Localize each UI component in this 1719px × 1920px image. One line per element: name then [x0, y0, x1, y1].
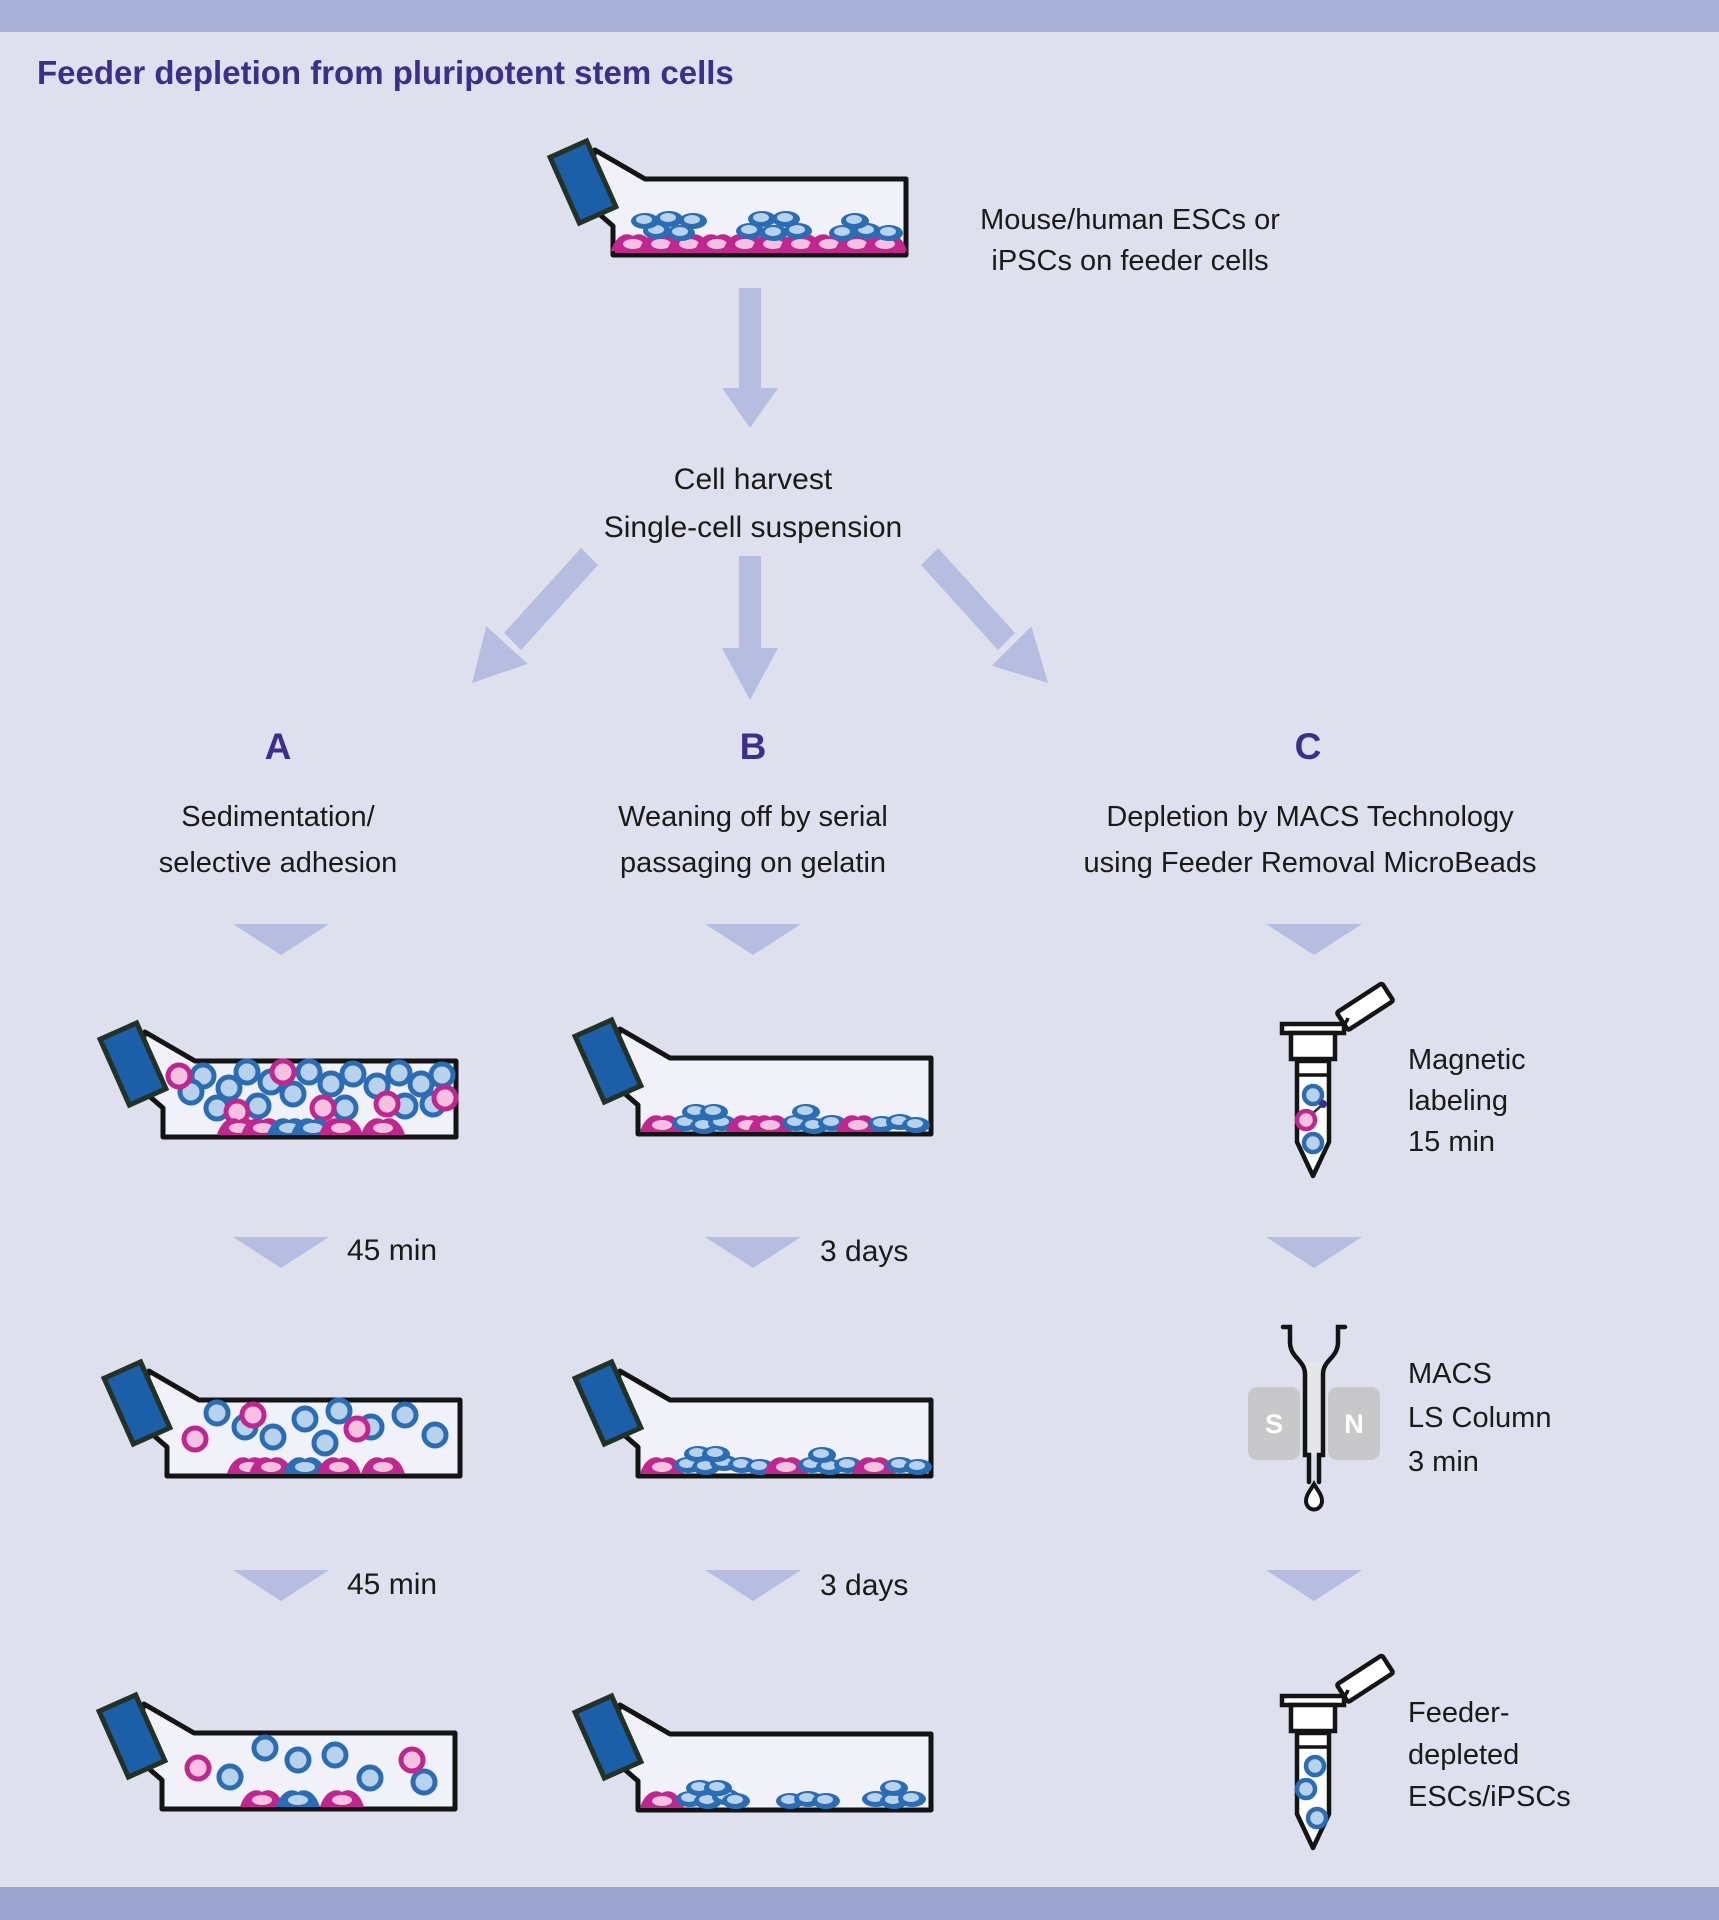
depleted-cells	[1294, 1754, 1329, 1830]
flask-a-step3	[94, 1688, 464, 1813]
start-caption: Mouse/human ESCs or iPSCs on feeder cell…	[960, 200, 1300, 282]
branch-arrow-right-icon	[921, 548, 1048, 683]
magnet-south-label: S	[1265, 1409, 1283, 1439]
flask-b-step3	[570, 1689, 940, 1814]
magnet-north	[1328, 1387, 1380, 1460]
branch-arrow-middle-icon	[722, 556, 778, 700]
magnetic-labeling-caption: Magnetic labeling 15 min	[1408, 1040, 1526, 1163]
magnet-north-label: N	[1344, 1409, 1364, 1439]
column-c-header-line1: Depletion by MACS Technology	[1106, 801, 1514, 833]
column-c-header-line2: using Feeder Removal MicroBeads	[1083, 847, 1537, 879]
labeled-cells	[1294, 1083, 1327, 1155]
step-triangle-icon	[233, 1237, 329, 1268]
duration-b-1: 3 days	[820, 1235, 909, 1268]
flask-b-step1	[570, 1013, 940, 1138]
caption-line: LS Column	[1408, 1402, 1552, 1434]
caption-line: 3 min	[1408, 1446, 1479, 1478]
step-triangle-icon	[705, 1237, 801, 1268]
column-b-header: Weaning off by serial passaging on gelat…	[553, 794, 953, 886]
flask-a-step1	[95, 1016, 465, 1141]
column-b-header-line1: Weaning off by serial	[618, 801, 888, 833]
column-b-label: B	[739, 726, 767, 767]
bottom-bar	[0, 1887, 1719, 1920]
step-triangle-icon	[1266, 1237, 1362, 1268]
stem-cell-colonies	[631, 211, 903, 241]
top-bar	[0, 0, 1719, 32]
step-triangle-icon	[705, 924, 801, 955]
caption-line: depleted	[1408, 1739, 1520, 1771]
page-title: Feeder depletion from pluripotent stem c…	[37, 54, 734, 91]
step-triangle-icon	[233, 1570, 329, 1601]
step-triangle-icon	[1266, 1570, 1362, 1601]
drop-icon	[1303, 1479, 1325, 1512]
column-a-label: A	[264, 726, 292, 767]
step-triangle-icon	[705, 1570, 801, 1601]
microbead-icon	[1319, 1100, 1327, 1108]
harvest-line2: Single-cell suspension	[603, 511, 903, 544]
caption-line: ESCs/iPSCs	[1408, 1781, 1571, 1813]
branch-arrow-left-icon	[472, 548, 598, 683]
harvest-step: Cell harvest Single-cell suspension	[553, 456, 953, 552]
step-triangle-icon	[233, 924, 329, 955]
column-a-header-line2: selective adhesion	[158, 847, 398, 879]
column-a-header: Sedimentation/ selective adhesion	[78, 794, 478, 886]
microcentrifuge-tube-labeling	[1251, 980, 1401, 1185]
caption-line: MACS	[1408, 1358, 1492, 1390]
start-caption-line1: Mouse/human ESCs or	[980, 204, 1280, 236]
final-caption: Feeder- depleted ESCs/iPSCs	[1408, 1692, 1571, 1818]
arrow-down-icon	[722, 288, 778, 428]
duration-a-1: 45 min	[347, 1234, 438, 1267]
flask-a-step2	[99, 1355, 469, 1480]
column-c-label: C	[1294, 726, 1322, 767]
flask-b-step2	[570, 1355, 940, 1480]
column-b-header-line2: passaging on gelatin	[619, 847, 887, 879]
adherent-cells	[227, 1457, 405, 1474]
magnet-south	[1248, 1387, 1300, 1460]
harvest-line1: Cell harvest	[673, 463, 833, 496]
caption-line: Feeder-	[1408, 1697, 1510, 1729]
adherent-cells	[240, 1790, 364, 1807]
start-caption-line2: iPSCs on feeder cells	[991, 245, 1269, 277]
macs-column-caption: MACS LS Column 3 min	[1408, 1352, 1551, 1484]
duration-a-2: 45 min	[347, 1568, 438, 1601]
adherent-cells	[217, 1118, 405, 1135]
culture-flask-start	[545, 134, 915, 259]
step-triangle-icon	[1266, 924, 1362, 955]
column-c-header: Depletion by MACS Technology using Feede…	[1030, 794, 1590, 886]
microcentrifuge-tube-final	[1251, 1652, 1401, 1857]
caption-line: labeling	[1408, 1085, 1508, 1117]
duration-b-2: 3 days	[820, 1569, 909, 1602]
caption-line: Magnetic	[1408, 1044, 1526, 1076]
macs-ls-column: S N	[1248, 1324, 1380, 1512]
feeder-layer	[611, 234, 907, 253]
column-a-header-line1: Sedimentation/	[181, 801, 375, 833]
caption-line: 15 min	[1408, 1126, 1496, 1158]
